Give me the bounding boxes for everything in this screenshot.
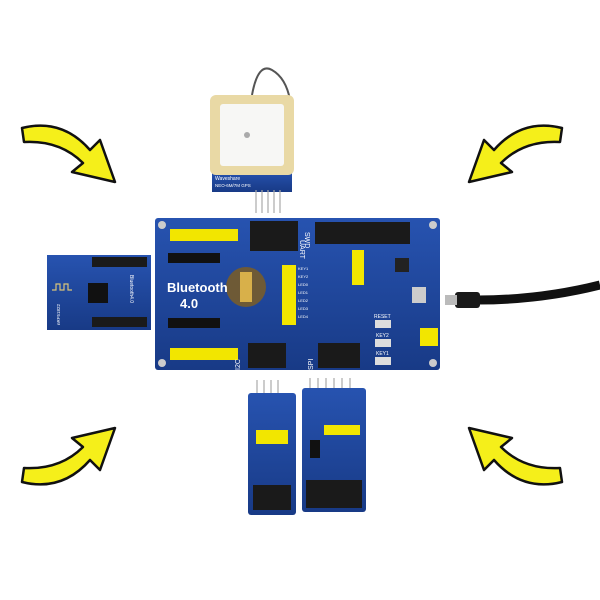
led-label: LED0 — [298, 282, 309, 287]
board-title: Bluetooth — [167, 280, 228, 295]
bottom-module-right — [302, 378, 366, 512]
led-label: LED4 — [298, 314, 309, 319]
led-label: LED3 — [298, 306, 309, 311]
bt-module-label: Bluetooth4.0 — [128, 275, 134, 303]
arrow-bottom-left-icon — [20, 426, 117, 486]
bt-chip-label: nRF51822 — [56, 303, 61, 325]
led-label: LED2 — [298, 298, 309, 303]
led-label: KEY2 — [298, 274, 309, 279]
i2c-label: I2C — [235, 359, 242, 370]
arrow-bottom-right-icon — [467, 426, 564, 486]
key1-button-label: KEY1 — [376, 351, 389, 357]
spi-label: SPI — [308, 359, 315, 370]
gps-module: Waveshare NEO-6M/7M GPS — [210, 67, 294, 213]
led-labels: KEY1 KEY2 LED0 LED1 LED2 LED3 LED4 — [298, 266, 309, 319]
gps-brand: Waveshare — [215, 176, 240, 182]
reset-button-label: RESET — [374, 314, 391, 320]
led-label: LED1 — [298, 290, 309, 295]
key2-button-label: KEY2 — [376, 333, 389, 339]
board-version: 4.0 — [180, 296, 198, 311]
usb-cable — [445, 280, 600, 308]
bluetooth-module: Bluetooth4.0 nRF51822 — [47, 255, 151, 330]
uart-label: UART — [298, 240, 305, 260]
swd-label: SWD — [303, 232, 310, 248]
main-board: Bluetooth 4.0 UART SWD I2C SPI KEY1 KEY2… — [155, 218, 440, 370]
gps-model: NEO-6M/7M GPS — [215, 183, 251, 188]
led-label: KEY1 — [298, 266, 309, 271]
arrow-top-right-icon — [467, 124, 564, 184]
bottom-module-left — [248, 380, 296, 515]
arrow-top-left-icon — [20, 124, 117, 184]
